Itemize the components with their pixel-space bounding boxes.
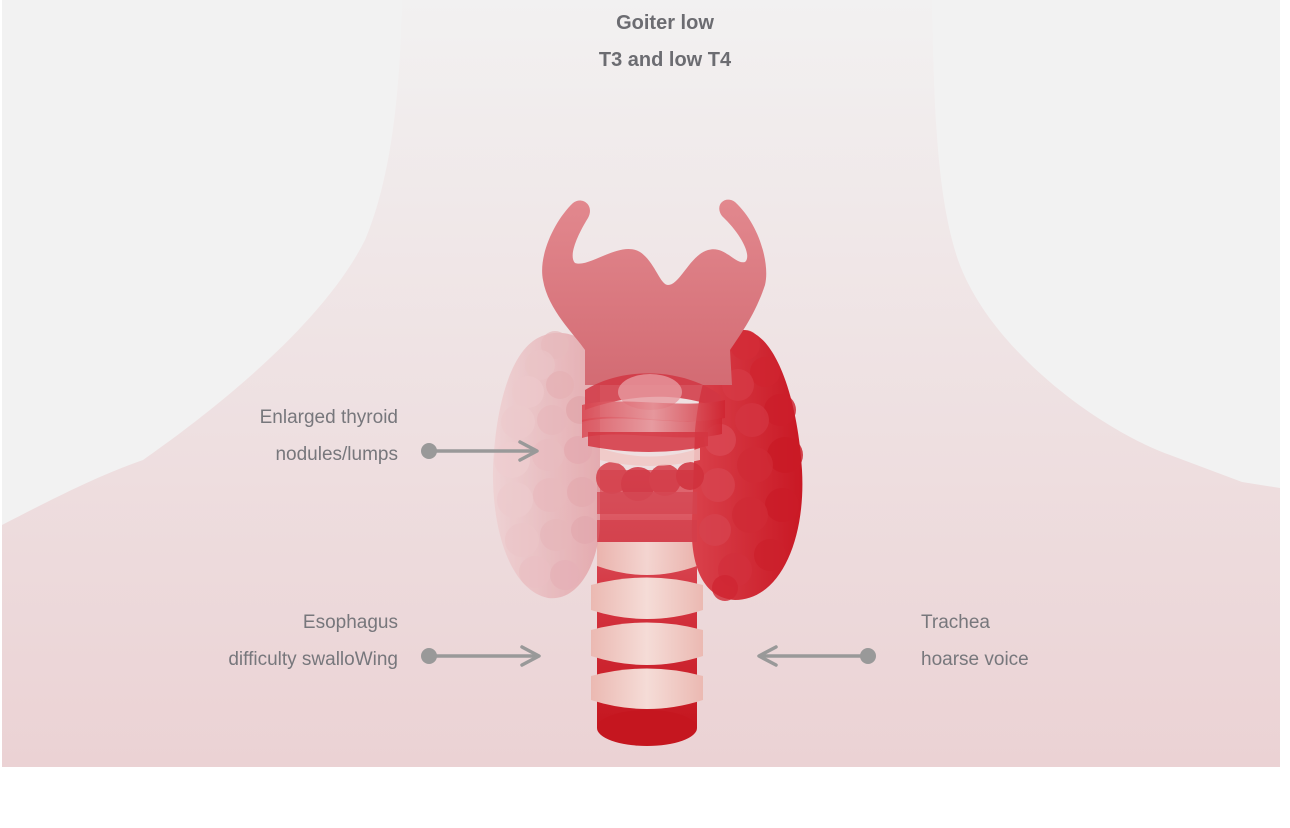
arrow-thyroid <box>421 440 539 462</box>
thyroid-isthmus <box>596 462 704 542</box>
arrow-trachea <box>757 645 876 667</box>
callout-esophagus-subtitle: difficulty swalloWing <box>228 649 398 670</box>
callout-trachea-title: Trachea <box>921 612 990 633</box>
thyroid-left-lobe <box>492 331 600 599</box>
title-line-1: Goiter low <box>616 12 714 34</box>
callout-esophagus-title: Esophagus <box>302 612 398 633</box>
thyroid-cartilage <box>542 199 767 385</box>
title-line-2: T3 and low T4 <box>598 49 732 71</box>
callout-thyroid-subtitle: nodules/lumps <box>275 444 398 465</box>
arrow-esophagus <box>421 645 541 667</box>
callout-thyroid-title: Enlarged thyroid <box>259 407 398 428</box>
larynx-bands <box>582 373 725 466</box>
callout-trachea-subtitle: hoarse voice <box>921 649 1029 670</box>
